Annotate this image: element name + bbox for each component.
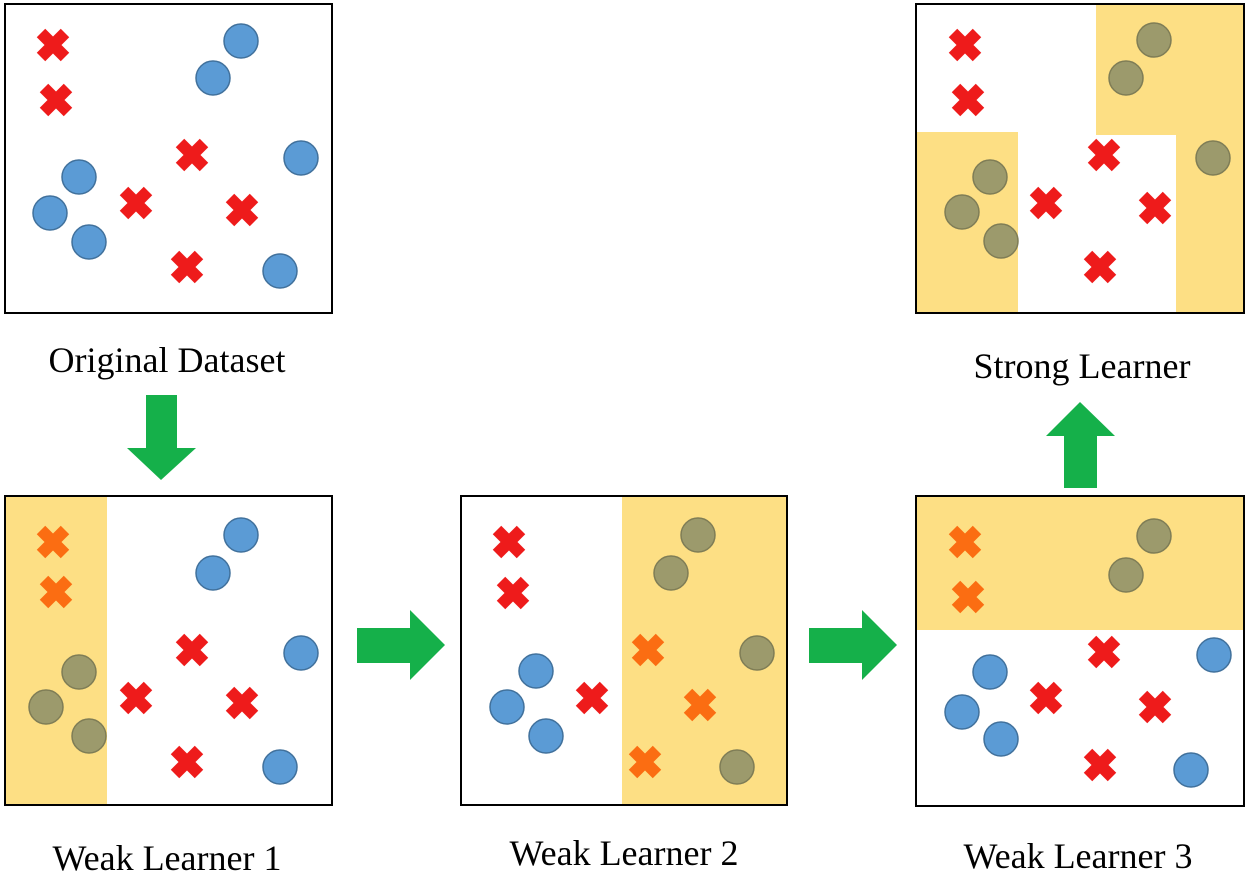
arrow-right-weak-learner-1-to-weak-learner-2 [357, 610, 445, 680]
circle-point [195, 60, 231, 96]
cross-point [170, 250, 204, 284]
circle-point [195, 555, 231, 591]
cross-point [36, 28, 70, 62]
circle-point [71, 224, 107, 260]
cross-point [575, 681, 609, 715]
cross-point [119, 186, 153, 220]
cross-point-misclassified [39, 575, 73, 609]
cross-point [1083, 748, 1117, 782]
circle-point-misclassified [983, 223, 1019, 259]
panel-strong-learner [915, 3, 1245, 314]
circle-point-misclassified [719, 749, 755, 785]
cross-point-misclassified [683, 688, 717, 722]
cross-point-misclassified [36, 525, 70, 559]
circle-point-misclassified [680, 517, 716, 553]
highlight-region [916, 496, 1244, 630]
cross-point [951, 83, 985, 117]
panel-original-dataset [4, 3, 333, 314]
circle-point-misclassified [28, 689, 64, 725]
cross-point-misclassified [631, 633, 665, 667]
circle-point-misclassified [1195, 140, 1231, 176]
cross-point-misclassified [628, 745, 662, 779]
circle-point [1173, 752, 1209, 788]
circle-point [223, 23, 259, 59]
circle-point-misclassified [653, 555, 689, 591]
circle-point [489, 689, 525, 725]
panel-frame [915, 3, 1245, 314]
circle-point-misclassified [972, 159, 1008, 195]
cross-point [225, 686, 259, 720]
circle-point-misclassified [739, 635, 775, 671]
circle-point [283, 635, 319, 671]
label-weak-learner-2: Weak Learner 2 [510, 833, 739, 873]
label-original-dataset: Original Dataset [49, 340, 286, 380]
cross-point [948, 28, 982, 62]
panel-frame [4, 495, 333, 806]
circle-point-misclassified [1108, 557, 1144, 593]
cross-point-misclassified [948, 525, 982, 559]
circle-point-misclassified [1136, 518, 1172, 554]
circle-point [983, 721, 1019, 757]
panel-weak-learner-3 [915, 495, 1245, 807]
cross-point [1138, 191, 1172, 225]
cross-point [175, 138, 209, 172]
label-weak-learner-1: Weak Learner 1 [53, 838, 282, 875]
label-strong-learner: Strong Learner [974, 346, 1191, 386]
circle-point [944, 694, 980, 730]
cross-point [1083, 250, 1117, 284]
cross-point [1087, 138, 1121, 172]
cross-point [1029, 681, 1063, 715]
cross-point-misclassified [951, 580, 985, 614]
label-weak-learner-3: Weak Learner 3 [964, 836, 1193, 875]
cross-point [225, 193, 259, 227]
cross-point [39, 83, 73, 117]
cross-point [492, 525, 526, 559]
cross-point [1029, 186, 1063, 220]
panel-weak-learner-2 [460, 495, 788, 806]
circle-point-misclassified [61, 654, 97, 690]
panel-frame [460, 495, 788, 806]
circle-point [518, 653, 554, 689]
circle-point-misclassified [1108, 60, 1144, 96]
cross-point [1138, 690, 1172, 724]
circle-point [1196, 637, 1232, 673]
cross-point [175, 633, 209, 667]
cross-point [1087, 635, 1121, 669]
circle-point [32, 195, 68, 231]
circle-point-misclassified [71, 718, 107, 754]
cross-point [170, 745, 204, 779]
circle-point [61, 159, 97, 195]
arrow-up-weak-learner-3-to-strong-learner [1046, 402, 1115, 488]
arrow-down-original-dataset-to-weak-learner-1 [127, 395, 196, 480]
arrow-right-weak-learner-2-to-weak-learner-3 [809, 610, 897, 680]
circle-point [262, 749, 298, 785]
circle-point [223, 517, 259, 553]
circle-point-misclassified [944, 194, 980, 230]
cross-point [496, 576, 530, 610]
circle-point-misclassified [1136, 22, 1172, 58]
panel-frame [4, 3, 333, 314]
cross-point [119, 681, 153, 715]
circle-point [262, 253, 298, 289]
circle-point [528, 718, 564, 754]
panel-weak-learner-1 [4, 495, 333, 806]
circle-point [283, 140, 319, 176]
circle-point [972, 654, 1008, 690]
panel-frame [915, 495, 1245, 807]
